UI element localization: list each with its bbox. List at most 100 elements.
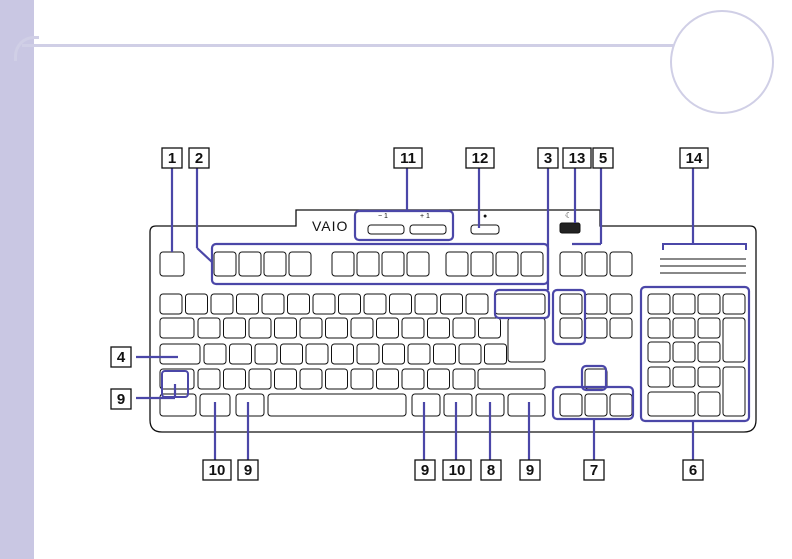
navigation-key: [560, 318, 582, 338]
function-key: [407, 252, 429, 276]
numpad-key: [648, 342, 670, 362]
letter-key: [351, 318, 373, 338]
number-key: [466, 294, 488, 314]
callout-number: 12: [472, 150, 489, 167]
letter-key: [249, 369, 271, 389]
letter-key: [204, 344, 226, 364]
callout-c1: 1: [162, 148, 182, 168]
callout-number: 13: [569, 150, 586, 167]
letter-key: [453, 318, 475, 338]
letter-key: [408, 344, 430, 364]
function-key: [264, 252, 286, 276]
callout-c10b: 10: [443, 460, 471, 480]
callout-c8: 8: [481, 460, 501, 480]
system-key: [560, 252, 582, 276]
numpad-decimal-key: [698, 392, 720, 416]
system-key: [610, 252, 632, 276]
callout-c9a: 9: [111, 389, 131, 409]
navigation-key: [585, 294, 607, 314]
letter-key: [249, 318, 271, 338]
standby-button: [560, 223, 580, 233]
letter-key: [357, 344, 379, 364]
letter-key: [383, 344, 405, 364]
number-key: [415, 294, 437, 314]
function-key: [446, 252, 468, 276]
callout-number: 6: [689, 462, 697, 479]
space-key: [268, 394, 406, 416]
letter-key: [351, 369, 373, 389]
media-button-1: [368, 225, 404, 234]
letter-key: [224, 318, 246, 338]
enter-key: [508, 318, 545, 362]
letter-key: [332, 344, 354, 364]
vaio-logo: VAIO: [312, 218, 348, 234]
callout-number: 7: [590, 462, 598, 479]
numpad-key: [723, 294, 745, 314]
callout-number: 5: [599, 150, 607, 167]
numpad-key: [648, 367, 670, 387]
system-key: [585, 252, 607, 276]
callout-number: 3: [544, 150, 552, 167]
callout-c5: 5: [593, 148, 613, 168]
function-key: [332, 252, 354, 276]
callout-c9c: 9: [415, 460, 435, 480]
numpad-key: [673, 342, 695, 362]
media-glyph: + 1: [420, 213, 430, 220]
numpad-key: [673, 294, 695, 314]
navigation-key: [560, 294, 582, 314]
number-key: [288, 294, 310, 314]
moon-glyph: ☾: [565, 211, 572, 220]
function-key: [471, 252, 493, 276]
callout-c13: 13: [563, 148, 591, 168]
number-key: [339, 294, 361, 314]
letter-key: [428, 318, 450, 338]
callout-number: 2: [195, 150, 203, 167]
navigation-key: [610, 318, 632, 338]
number-key: [441, 294, 463, 314]
letter-key: [275, 369, 297, 389]
callout-c3: 3: [538, 148, 558, 168]
function-key: [214, 252, 236, 276]
media-button-3: [471, 225, 499, 234]
media-button-2: [410, 225, 446, 234]
callout-c11: 11: [394, 148, 422, 168]
letter-key: [459, 344, 481, 364]
numpad-key: [698, 318, 720, 338]
callout-c2: 2: [189, 148, 209, 168]
number-key: [160, 294, 182, 314]
media-glyph: − 1: [378, 213, 388, 220]
letter-key: [402, 369, 424, 389]
navigation-key: [610, 294, 632, 314]
number-key: [186, 294, 208, 314]
function-key: [239, 252, 261, 276]
tab-key: [160, 318, 194, 338]
caps-lock-key: [160, 344, 200, 364]
number-key: [313, 294, 335, 314]
letter-key: [300, 369, 322, 389]
letter-key: [479, 318, 501, 338]
function-key: [357, 252, 379, 276]
callout-c14: 14: [680, 148, 708, 168]
letter-key: [198, 318, 220, 338]
callout-number: 9: [244, 462, 252, 479]
letter-key: [281, 344, 303, 364]
letter-key: [402, 318, 424, 338]
callout-c9b: 9: [238, 460, 258, 480]
letter-key: [300, 318, 322, 338]
letter-key: [434, 344, 456, 364]
letter-key: [306, 344, 328, 364]
numpad-plus-key: [723, 318, 745, 362]
function-key: [382, 252, 404, 276]
letter-key: [485, 344, 507, 364]
letter-key: [224, 369, 246, 389]
arrow-key: [610, 394, 632, 416]
arrow-key: [560, 394, 582, 416]
numpad-key: [648, 294, 670, 314]
callout-number: 9: [526, 462, 534, 479]
callout-c12: 12: [466, 148, 494, 168]
arrow-key: [585, 394, 607, 416]
number-key: [390, 294, 412, 314]
callout-c9d: 9: [520, 460, 540, 480]
letter-key: [377, 318, 399, 338]
